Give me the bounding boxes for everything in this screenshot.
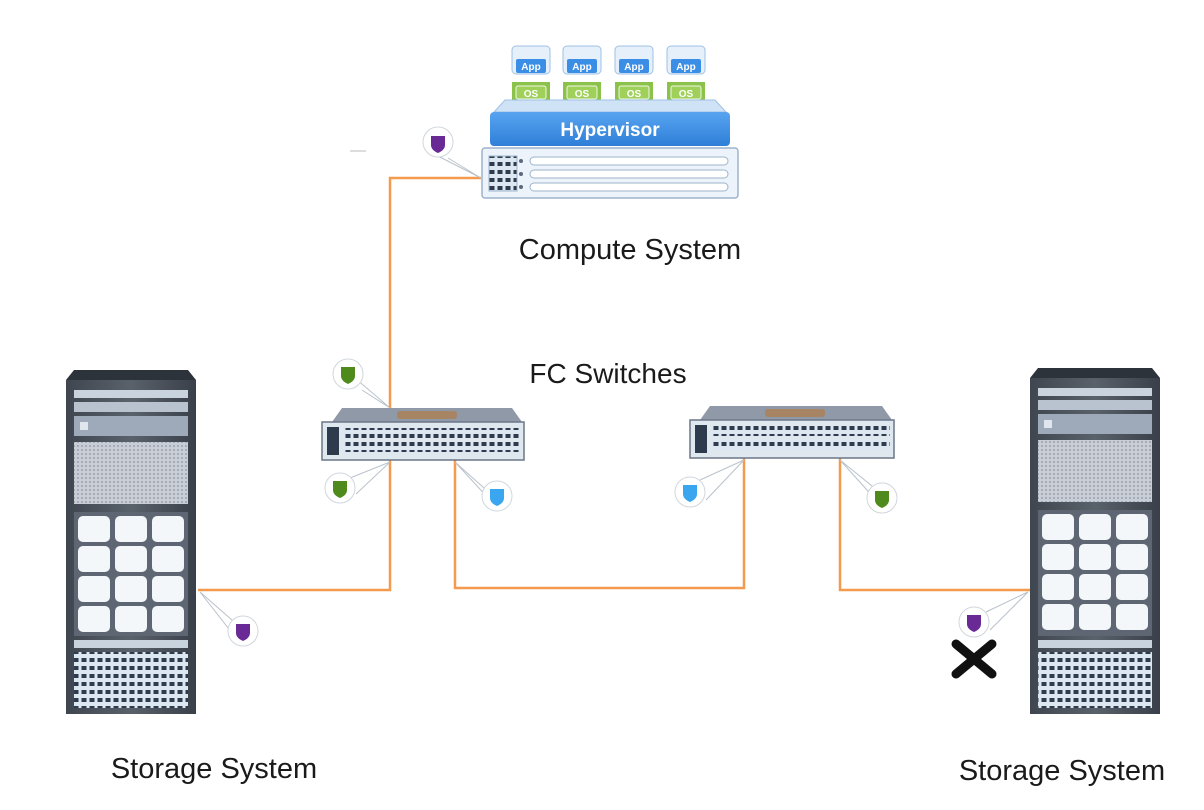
storage-system-right: [1030, 368, 1160, 714]
port-callout-switch-left-isl: [454, 461, 513, 512]
vm-os-label: OS: [679, 89, 694, 100]
vm-3: App OS: [614, 45, 654, 102]
compute-system-label: Compute System: [519, 234, 741, 266]
storage-system-left-label: Storage System: [111, 753, 317, 785]
port-callout-switch-right-isl: [674, 459, 745, 508]
port-icon: [236, 624, 250, 641]
port-icon: [333, 481, 347, 498]
vm-app-label: App: [624, 62, 643, 73]
storage-system-right-label: Storage System: [959, 755, 1165, 787]
fc-switch-right: [689, 406, 895, 459]
vm-4: App OS: [666, 45, 706, 102]
link-storage-left-to-switch-left: [198, 460, 392, 592]
disk-array: [74, 512, 188, 636]
port-icon: [875, 491, 889, 508]
hypervisor-layer: [490, 112, 730, 146]
link-compute-to-switch-left: [388, 176, 481, 412]
port-callout-storage-left: [199, 591, 259, 647]
failure-x-icon: [951, 639, 997, 679]
vm-tray: [492, 99, 728, 113]
port-icon: [683, 485, 697, 502]
vm-2: App OS: [562, 45, 602, 102]
fc-switch-left: [321, 408, 525, 461]
vm-app-label: App: [572, 62, 591, 73]
port-icon: [490, 489, 504, 506]
fc-links: [198, 176, 1030, 592]
hypervisor-label: Hypervisor: [560, 120, 660, 141]
server-chassis: [481, 147, 739, 199]
vm-1: App OS: [511, 45, 551, 102]
vm-os-label: OS: [524, 89, 539, 100]
link-switch-left-to-switch-right: [453, 458, 746, 590]
link-switch-right-to-storage-right: [838, 458, 1030, 592]
vm-os-label: OS: [575, 89, 590, 100]
port-icon: [967, 615, 981, 632]
fc-switches-label: FC Switches: [529, 358, 686, 389]
disk-array: [1038, 510, 1152, 636]
vm-os-label: OS: [627, 89, 642, 100]
port-callout-switch-left-top: [332, 358, 391, 409]
port-icon: [341, 367, 355, 384]
port-callout-switch-right-storage: [839, 459, 898, 514]
port-callout-storage-right: [958, 591, 1029, 638]
port-icon: [431, 136, 445, 153]
vm-app-label: App: [521, 62, 540, 73]
compute-system: App OS App OS App OS App OS: [350, 45, 739, 199]
port-callout-switch-left-storage: [324, 461, 391, 504]
port-callout-compute: [422, 126, 482, 179]
vm-app-label: App: [676, 62, 695, 73]
storage-system-left: [66, 370, 196, 714]
